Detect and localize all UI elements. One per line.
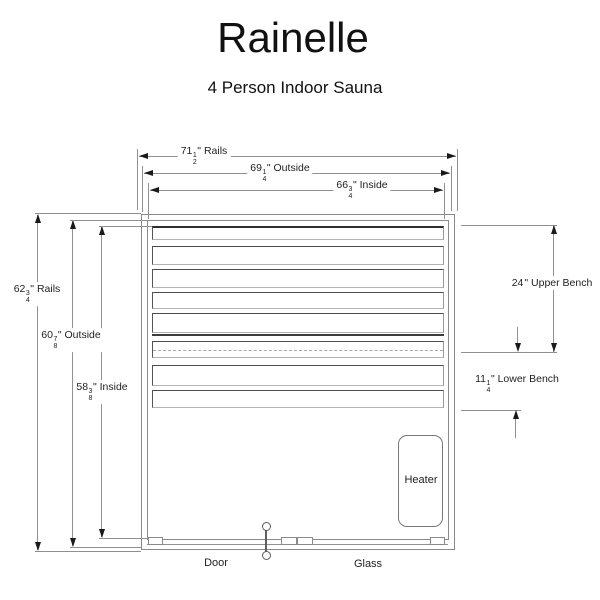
extension-line — [137, 149, 138, 210]
dim-arrow — [34, 542, 41, 551]
extension-line — [99, 538, 148, 539]
door-handle-bar — [265, 529, 267, 556]
extension-line — [35, 213, 141, 214]
dim-arrow — [550, 343, 557, 352]
dim-arrow — [434, 187, 443, 193]
upper-bench-hidden-edge — [153, 350, 443, 351]
page-subtitle: 4 Person Indoor Sauna — [207, 78, 383, 97]
upper-bench-front-edge — [152, 334, 444, 336]
dim-arrow — [34, 213, 41, 223]
door-label: Door — [204, 557, 228, 569]
extension-line — [35, 551, 141, 552]
dim-arrow — [144, 170, 153, 176]
dimension-line — [139, 156, 456, 157]
bench-slat — [152, 269, 444, 288]
dim-arrow — [512, 410, 519, 419]
heater-label: Heater — [404, 474, 438, 486]
extension-line — [461, 352, 557, 353]
glass-jamb-block — [430, 537, 445, 545]
door-handle-knob — [262, 551, 271, 560]
heater — [398, 435, 443, 527]
glass-label: Glass — [353, 558, 383, 570]
dimension-line — [72, 221, 73, 546]
bench-slat — [152, 226, 444, 240]
dimension-line — [150, 190, 443, 191]
extension-line — [142, 166, 143, 212]
bench-slat — [152, 292, 444, 309]
page-title: Rainelle — [217, 14, 369, 61]
dim-arrow — [98, 529, 105, 538]
door-handle-knob — [262, 522, 271, 531]
bench-slat — [152, 365, 444, 386]
extension-line — [461, 225, 557, 226]
dimension-line — [515, 419, 516, 438]
dim-arrow — [98, 226, 105, 235]
door-latch-block — [297, 537, 313, 545]
extension-line — [461, 410, 521, 411]
extension-line — [457, 149, 458, 211]
dim-arrow — [150, 187, 159, 193]
dimension-line — [517, 327, 518, 344]
bench-slat — [152, 313, 444, 333]
sauna-outer-wall — [141, 214, 455, 550]
dim-upper-bench: 24" Upper Bench — [508, 276, 596, 290]
extension-line — [70, 220, 147, 221]
dim-arrow — [447, 153, 456, 159]
door-jamb-block — [148, 537, 163, 545]
dim-arrow — [441, 170, 450, 176]
dim-arrow — [139, 153, 148, 159]
dim-arrow — [514, 343, 521, 352]
extension-line — [444, 183, 445, 219]
extension-line — [451, 166, 452, 211]
extension-line — [70, 547, 141, 548]
dim-arrow — [550, 225, 557, 234]
extension-line — [99, 226, 152, 227]
extension-line — [148, 183, 149, 219]
dimension-line — [37, 215, 38, 550]
bench-slat — [152, 246, 444, 265]
bench-slat — [152, 341, 444, 358]
door-latch-block — [281, 537, 297, 545]
dim-arrow — [69, 220, 76, 229]
bench-slat — [152, 390, 444, 408]
dim-arrow — [69, 538, 76, 547]
